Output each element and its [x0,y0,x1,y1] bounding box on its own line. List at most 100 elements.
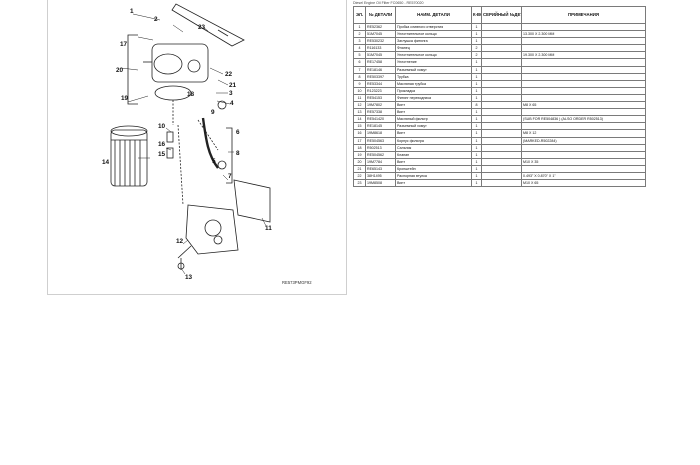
cell-name: Уплотнительное кольцо [395,51,472,60]
cell-pos: 22 [353,171,366,181]
cell-part-no: 51M7045 [365,30,396,39]
cell-note [521,150,646,159]
cell-qty: 1 [471,157,482,166]
cell-pos: 21 [353,164,366,173]
cell-part-no: 19M8618 [365,129,396,138]
cell-serial [481,129,522,138]
gasket-ring [154,85,192,101]
group-bracket-6 [226,127,233,184]
parts-table-panel: Diesel Engine Oil Filter FC0650 - RE5700… [353,0,646,188]
cell-qty: 2 [471,44,482,53]
callout-10: 10 [158,123,166,130]
cell-pos: 7 [353,65,366,74]
mounting-bracket [233,179,271,223]
cell-pos: 13 [353,108,366,117]
cell-name: Заглушка фитинга [395,37,472,46]
cell-serial [481,171,522,181]
cell-serial [481,37,522,46]
callout-8: 8 [236,150,240,157]
cell-qty: 1 [471,143,482,152]
cell-qty: 1 [471,72,482,81]
col-header-note: ПРИМЕЧАНИЯ [521,6,646,24]
group-bracket-17 [127,34,138,105]
doc-header: Diesel Engine Oil Filter FC0650 - RE5700… [353,1,424,5]
cell-qty: 1 [471,129,482,138]
cell-part-no: RE53344 [365,79,396,88]
cell-qty: 2 [471,51,482,60]
cell-qty: 1 [471,93,482,103]
cell-note [521,79,646,88]
cell-qty: 1 [471,65,482,74]
callout-9: 9 [211,109,215,116]
cell-serial [481,79,522,88]
callout-16: 16 [158,141,166,148]
cell-serial [481,179,522,188]
callout-14: 14 [102,159,110,166]
cell-note [521,44,646,53]
cell-qty: 8 [471,101,482,110]
callout-19: 19 [121,95,129,102]
col-header-qty: К-ВО [471,6,482,24]
cell-serial [481,101,522,110]
cell-note [521,143,646,152]
parts-table: ЭЛ. № ДЕТАЛИ НАИМ. ДЕТАЛИ К-ВО СЕРИЙНЫЙ … [353,6,646,188]
callout-17: 17 [120,41,128,48]
cell-pos: 2 [353,30,366,39]
cell-note [521,122,646,131]
cell-qty: 1 [471,150,482,159]
cell-name: Масляная трубка [395,79,472,88]
cell-qty: 1 [471,79,482,88]
cell-part-no: RE18146 [365,65,396,74]
cell-name: Уплотнительное кольцо [395,30,472,39]
cell-name: Распорная втулка [395,171,472,181]
cell-serial [481,122,522,131]
cell-part-no: 19M7784 [365,157,396,166]
cell-name: Клапан [395,150,472,159]
cell-pos: 15 [353,122,366,131]
cell-note: M10 X 35 [521,157,646,166]
cell-pos: 4 [353,44,366,53]
callout-13: 13 [185,274,193,281]
cell-pos: 19 [353,150,366,159]
col-header-name: НАИМ. ДЕТАЛИ [395,6,472,24]
cell-serial [481,51,522,60]
cell-part-no: 19M7802 [365,101,396,110]
cell-pos: 3 [353,37,366,46]
cell-qty: 1 [471,37,482,46]
cell-part-no: RE504562 [365,150,396,159]
cell-part-no: RE504563 [365,136,396,145]
cell-serial [481,22,522,32]
col-header-pos: ЭЛ. [353,6,366,24]
cell-part-no: 38H1495 [365,171,396,181]
cell-part-no: RE530232 [365,37,396,46]
cell-name: Масляный фильтр [395,115,472,124]
cell-pos: 6 [353,58,366,67]
cell-qty: 1 [471,22,482,32]
callout-23: 23 [198,24,206,31]
cell-note [521,72,646,81]
diagram-code: RE573PMGF92 [282,280,312,285]
cell-pos: 23 [353,179,366,188]
cell-note: 0.493" X 0.870" X 1" [521,171,646,181]
cell-note [521,164,646,173]
cell-note [521,22,646,32]
cell-part-no: R123223 [365,86,396,95]
cell-pos: 10 [353,86,366,95]
cell-part-no: RE54153 [365,93,396,103]
